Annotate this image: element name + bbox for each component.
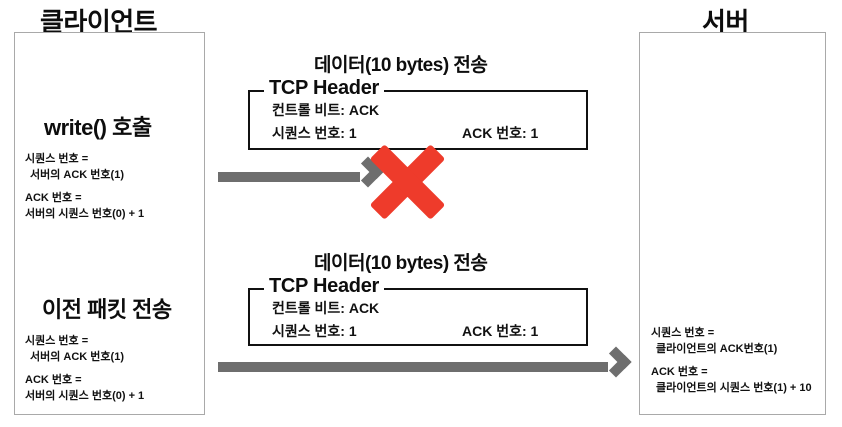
transmission-2-sequence-number: 시퀀스 번호: 1	[272, 323, 357, 339]
transmission-2-arrow	[218, 346, 632, 378]
transmission-1-control-bits: 컨트롤 비트: ACK	[272, 102, 380, 118]
transmission-2-caption: 데이터(10 bytes) 전송	[314, 253, 488, 274]
transmission-1-sequence-number: 시퀀스 번호: 1	[272, 125, 357, 141]
transmission-2-arrow-head-icon	[600, 346, 632, 378]
client-note1-seq-label: 시퀀스 번호 =	[25, 153, 89, 165]
transmission-2-control-bits: 컨트롤 비트: ACK	[272, 300, 380, 316]
server-note-ack-value: 클라이언트의 시퀀스 번호(1) + 10	[656, 381, 812, 394]
server-note-spacer	[651, 358, 812, 365]
transmission-2-tcp-header-legend: TCP Header	[264, 275, 385, 298]
transmission-1-tcp-header-legend: TCP Header	[264, 77, 385, 100]
client-phase-write-note: 시퀀스 번호 = 서버의 ACK 번호(1) ACK 번호 = 서버의 시퀀스 …	[25, 152, 144, 223]
client-note2-spacer	[25, 366, 144, 373]
client-note2-ack-value: 서버의 시퀀스 번호(0) + 1	[25, 389, 145, 402]
transmission-2-ack-number: ACK 번호: 1	[462, 323, 539, 339]
client-lifeline-box	[14, 32, 205, 415]
client-note2-seq-label: 시퀀스 번호 =	[25, 335, 89, 347]
transmission-1-tcp-header: TCP Header 컨트롤 비트: ACK 시퀀스 번호: 1 ACK 번호:…	[248, 77, 588, 150]
client-note1-spacer	[25, 184, 144, 191]
server-note-ack-label: ACK 번호 =	[651, 365, 708, 378]
server-state-note: 시퀀스 번호 = 클라이언트의 ACK번호(1) ACK 번호 = 클라이언트의…	[651, 326, 812, 397]
transmission-2-tcp-header: TCP Header 컨트롤 비트: ACK 시퀀스 번호: 1 ACK 번호:…	[248, 275, 588, 346]
server-lifeline-box	[639, 32, 826, 415]
server-note-seq-label: 시퀀스 번호 =	[651, 327, 715, 339]
transmission-failed-cross-icon	[368, 143, 446, 221]
client-phase-retransmit-note: 시퀀스 번호 = 서버의 ACK 번호(1) ACK 번호 = 서버의 시퀀스 …	[25, 334, 144, 405]
client-phase-write-title: write() 호출	[44, 115, 152, 140]
server-note-seq-value: 클라이언트의 ACK번호(1)	[656, 342, 778, 355]
client-note2-seq-value: 서버의 ACK 번호(1)	[30, 350, 124, 363]
client-phase-retransmit-title: 이전 패킷 전송	[42, 297, 172, 322]
client-note1-ack-label: ACK 번호 =	[25, 191, 82, 204]
client-note1-seq-value: 서버의 ACK 번호(1)	[30, 168, 124, 181]
transmission-1-ack-number: ACK 번호: 1	[462, 125, 539, 141]
transmission-1-caption: 데이터(10 bytes) 전송	[314, 55, 488, 76]
client-note1-ack-value: 서버의 시퀀스 번호(0) + 1	[25, 207, 145, 220]
client-note2-ack-label: ACK 번호 =	[25, 373, 82, 386]
transmission-1-arrow	[218, 156, 384, 188]
